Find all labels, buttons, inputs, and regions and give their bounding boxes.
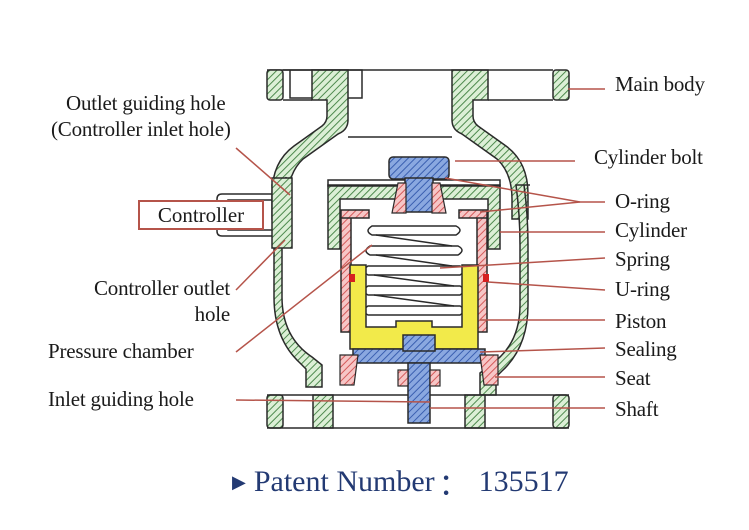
seat: [339, 354, 499, 387]
label-controller-inlet-hole: (Controller inlet hole): [51, 117, 231, 141]
label-o-ring: O-ring: [615, 189, 670, 213]
triangle-right-icon: ▶: [232, 471, 246, 492]
leader-lines: [235, 88, 606, 409]
main-body: [266, 69, 570, 429]
shaft: [352, 334, 486, 424]
label-piston: Piston: [615, 309, 667, 333]
label-spring: Spring: [615, 247, 670, 271]
label-outlet-guiding-hole: Outlet guiding hole: [66, 91, 226, 115]
label-controller-outlet-line2: hole: [194, 302, 231, 326]
label-main-body: Main body: [615, 72, 705, 96]
label-controller-outlet-hole: Controller outlet hole: [58, 277, 230, 325]
patent-number: 135517: [478, 465, 569, 498]
controller-label-box: Controller: [138, 200, 264, 230]
label-shaft: Shaft: [615, 397, 659, 421]
spring: [363, 225, 465, 316]
label-seat: Seat: [615, 366, 651, 390]
label-cylinder: Cylinder: [615, 218, 687, 242]
o-ring: [391, 182, 447, 214]
patent-separator: ：: [438, 469, 469, 502]
cylinder-bolt: [388, 156, 450, 213]
label-pressure-chamber: Pressure chamber: [48, 339, 194, 363]
label-u-ring: U-ring: [615, 277, 670, 301]
label-cylinder-bolt: Cylinder bolt: [594, 145, 703, 169]
label-inlet-guiding-hole: Inlet guiding hole: [48, 387, 194, 411]
patent-label: Patent Number: [253, 465, 435, 498]
label-sealing: Sealing: [615, 337, 677, 361]
patent-number-line: ▶ Patent Number ： 135517: [232, 460, 569, 504]
label-controller: Controller: [157, 202, 245, 227]
label-controller-outlet-line1: Controller outlet: [94, 276, 230, 300]
